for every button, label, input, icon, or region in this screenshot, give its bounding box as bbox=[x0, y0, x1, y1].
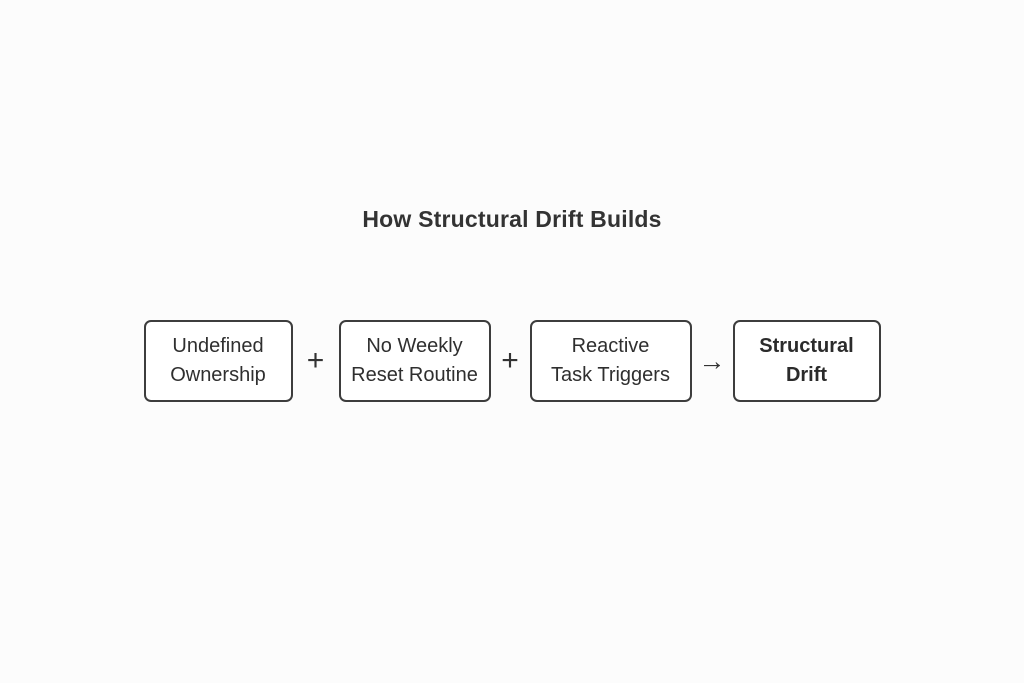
plus-connector-2: + bbox=[501, 344, 519, 377]
plus-connector-1: + bbox=[306, 344, 325, 377]
flow-row: Undefined Ownership + No Weekly Reset Ro… bbox=[0, 320, 1024, 402]
box-structural-drift: Structural Drift bbox=[732, 320, 881, 402]
right-arrow-icon: → bbox=[698, 345, 726, 376]
box-no-weekly-reset-routine: No Weekly Reset Routine bbox=[338, 320, 491, 402]
box-undefined-ownership: Undefined Ownership bbox=[143, 320, 293, 402]
box-reactive-task-triggers: Reactive Task Triggers bbox=[529, 320, 692, 402]
diagram-title: How Structural Drift Builds bbox=[362, 206, 662, 232]
